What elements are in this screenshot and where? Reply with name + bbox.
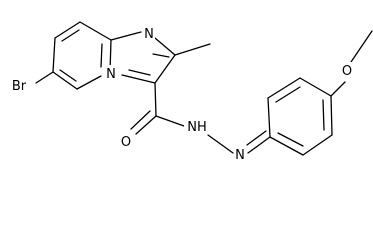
bridgehead-nitrogen-label: N	[106, 67, 116, 82]
chemical-structure-diagram: N N Br O NH N O	[4, 21, 373, 163]
imidazole-nitrogen-label: N	[144, 27, 154, 42]
imine-nitrogen-label: N	[235, 148, 245, 163]
pyridine-ring	[52, 21, 112, 90]
nh-label: NH	[187, 120, 207, 135]
methoxyphenyl-ring	[267, 30, 373, 156]
methoxy-oxygen-label: O	[342, 64, 352, 79]
carbonyl-oxygen-label: O	[121, 135, 131, 150]
substituent-bonds	[35, 43, 271, 154]
bromine-label: Br	[12, 79, 27, 94]
imidazole-ring	[110, 31, 176, 84]
atom-labels: N N Br O NH N O	[4, 25, 353, 163]
